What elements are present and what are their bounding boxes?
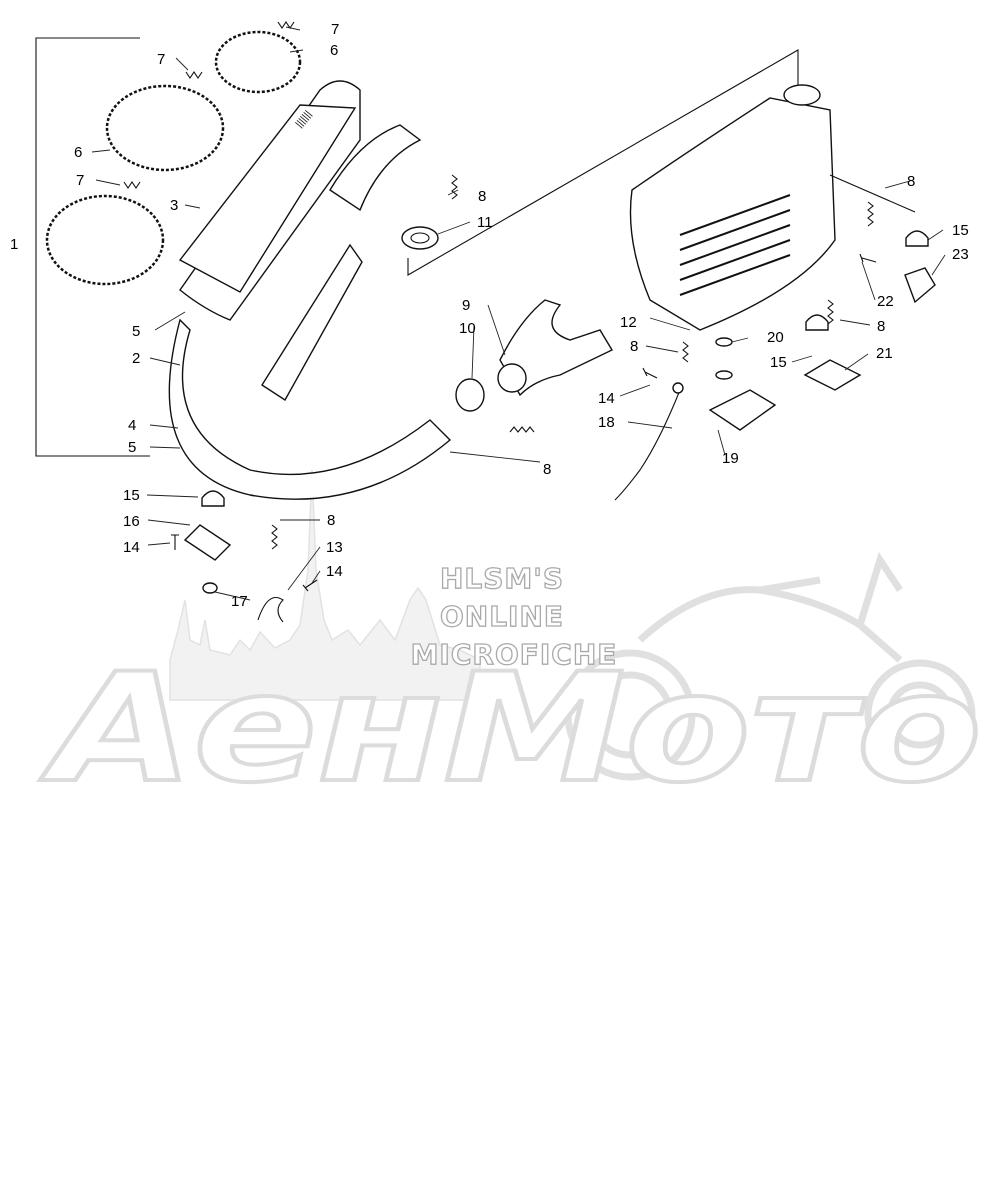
- callout-4: 4: [128, 417, 136, 434]
- muffler-heat-shield: [178, 104, 357, 293]
- callout-23: 23: [952, 246, 969, 263]
- spring-8f: [271, 524, 278, 550]
- callout-15c: 15: [770, 354, 787, 371]
- callout-5b: 5: [128, 439, 136, 456]
- assembly-bracket: [35, 37, 150, 457]
- washer-20b: [715, 370, 733, 380]
- silencer-body: [629, 97, 836, 331]
- callout-2: 2: [132, 350, 140, 367]
- grommet-15b: [905, 230, 929, 247]
- callout-20: 20: [767, 329, 784, 346]
- callout-8f: 8: [327, 512, 335, 529]
- gasket-11-inner: [410, 232, 430, 244]
- callout-17: 17: [231, 593, 248, 610]
- clip-13: [257, 596, 284, 623]
- callout-22: 22: [877, 293, 894, 310]
- spring-8d: [682, 341, 689, 363]
- callout-14b: 14: [326, 563, 343, 580]
- bracket-19: [708, 389, 777, 431]
- watermark-brand: AeнMoтo: [40, 642, 982, 816]
- bolt-14a: [171, 534, 179, 550]
- gasket-11: [401, 226, 439, 250]
- grommet-15a: [201, 490, 225, 507]
- leader-lines: [91, 26, 946, 601]
- watermark-motorcycle: [564, 551, 976, 781]
- silencer-frame-line: [829, 174, 916, 213]
- callout-3: 3: [170, 197, 178, 214]
- callout-8a: 8: [478, 188, 486, 205]
- callout-5a: 5: [132, 323, 140, 340]
- ground-cable-18: [614, 389, 681, 501]
- spring-clamps: [45, 21, 302, 286]
- watermark-line-1: HLSM'S: [440, 562, 564, 595]
- bolt-22: [859, 253, 877, 263]
- callout-14c: 14: [598, 390, 615, 407]
- gasket-10: [455, 378, 485, 412]
- callout-8b: 8: [907, 173, 915, 190]
- muffler-assembly: |||||||: [168, 80, 452, 500]
- watermark: AeнMoтo HLSM'S ONLINE MICROFICHE: [38, 469, 984, 818]
- callout-7c: 7: [76, 172, 84, 189]
- nut-17: [202, 582, 218, 594]
- washer-20a: [715, 337, 733, 347]
- gaskets: [401, 226, 613, 412]
- spring-8b: [867, 201, 874, 227]
- callout-10: 10: [459, 320, 476, 337]
- clamp-spring-middle: [185, 71, 203, 79]
- clamp-ring-middle: [105, 84, 225, 172]
- hardware: [171, 174, 936, 623]
- callout-15b: 15: [952, 222, 969, 239]
- callout-21: 21: [876, 345, 893, 362]
- silencer-box: [407, 49, 916, 331]
- manifold-outlet: [497, 363, 527, 393]
- callout-7a: 7: [331, 21, 339, 38]
- callout-18: 18: [598, 414, 615, 431]
- bracket-16: [183, 524, 232, 561]
- bracket-21: [803, 359, 862, 391]
- callout-9: 9: [462, 297, 470, 314]
- clamp-spring-bottom: [123, 181, 141, 189]
- pipe-heat-guard: [261, 243, 363, 401]
- grommet-15c: [805, 314, 829, 331]
- callout-12: 12: [620, 314, 637, 331]
- callout-19: 19: [722, 450, 739, 467]
- silencer-outlet: [783, 84, 821, 106]
- callout-8d: 8: [630, 338, 638, 355]
- callout-15a: 15: [123, 487, 140, 504]
- silencer-ribs: [679, 194, 791, 296]
- callout-11: 11: [477, 214, 493, 231]
- exhaust-pipe-curve: [168, 318, 452, 500]
- callouts: 1 2 3 4 5 5 6 6 7 7 7 8 8 8 8 8 8 9 10 1…: [10, 21, 969, 610]
- watermark-line-2: ONLINE: [440, 600, 564, 633]
- callout-7b: 7: [157, 51, 165, 68]
- callout-16: 16: [123, 513, 140, 530]
- bolt-14b: [302, 579, 318, 592]
- callout-1: 1: [10, 236, 18, 253]
- spring-8e: [509, 426, 535, 433]
- callout-8c: 8: [877, 318, 885, 335]
- exhaust-manifold: [499, 299, 613, 397]
- clamp-ring-top: [214, 30, 302, 94]
- spring-8a: [451, 174, 458, 200]
- bracket-23: [904, 267, 936, 304]
- bolt-14c: [642, 367, 658, 379]
- clamp-spring-top: [277, 21, 295, 29]
- callout-14a: 14: [123, 539, 140, 556]
- watermark-line-3: MICROFICHE: [411, 638, 618, 671]
- cable-terminal: [672, 382, 684, 394]
- callout-13: 13: [326, 539, 343, 556]
- exhaust-pipe-upper: [329, 124, 422, 212]
- clamp-ring-bottom: [45, 194, 165, 286]
- spring-8c: [827, 299, 834, 325]
- silencer-dashed-frame: [407, 49, 799, 276]
- callout-6b: 6: [74, 144, 82, 161]
- callout-8e: 8: [543, 461, 551, 478]
- callout-6a: 6: [330, 42, 338, 59]
